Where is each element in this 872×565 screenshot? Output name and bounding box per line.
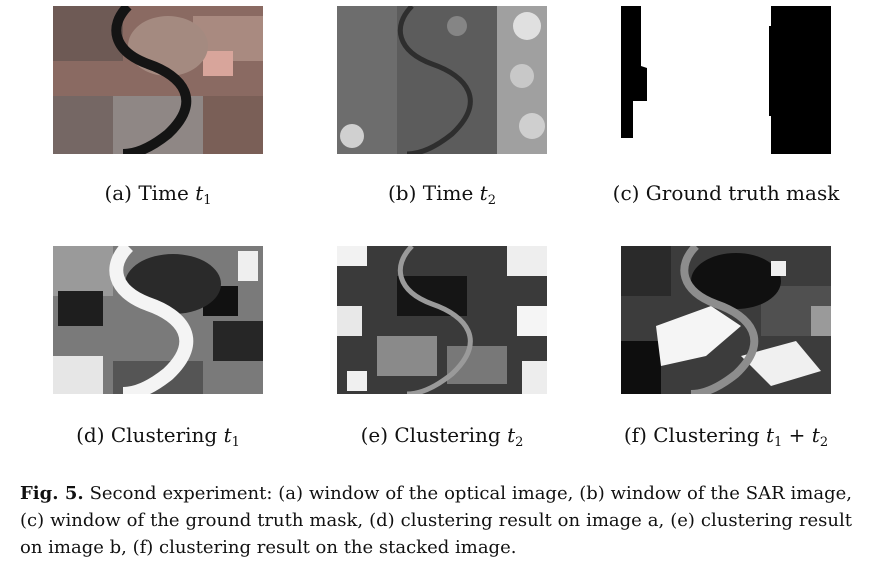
panel-c-ground-truth-mask <box>621 6 831 154</box>
caption-e: (e) Clustering t2 <box>360 423 524 450</box>
panel-e-clustering-t2 <box>337 246 547 394</box>
figure-caption-text: Second experiment: (a) window of the opt… <box>20 483 852 558</box>
caption-c: (c) Ground truth mask <box>612 181 840 205</box>
panel-b-sar-image <box>337 6 547 154</box>
caption-b: (b) Time t2 <box>388 181 496 208</box>
caption-f: (f) Clustering t1 + t2 <box>623 423 829 450</box>
figure-caption: Fig. 5. Second experiment: (a) window of… <box>20 480 852 561</box>
caption-a: (a) Time t1 <box>104 181 212 208</box>
figure-number: Fig. 5. <box>20 483 84 504</box>
panel-a-optical-image <box>53 6 263 154</box>
panel-d-clustering-t1 <box>53 246 263 394</box>
panel-f-clustering-stacked <box>621 246 831 394</box>
caption-d: (d) Clustering t1 <box>76 423 240 450</box>
